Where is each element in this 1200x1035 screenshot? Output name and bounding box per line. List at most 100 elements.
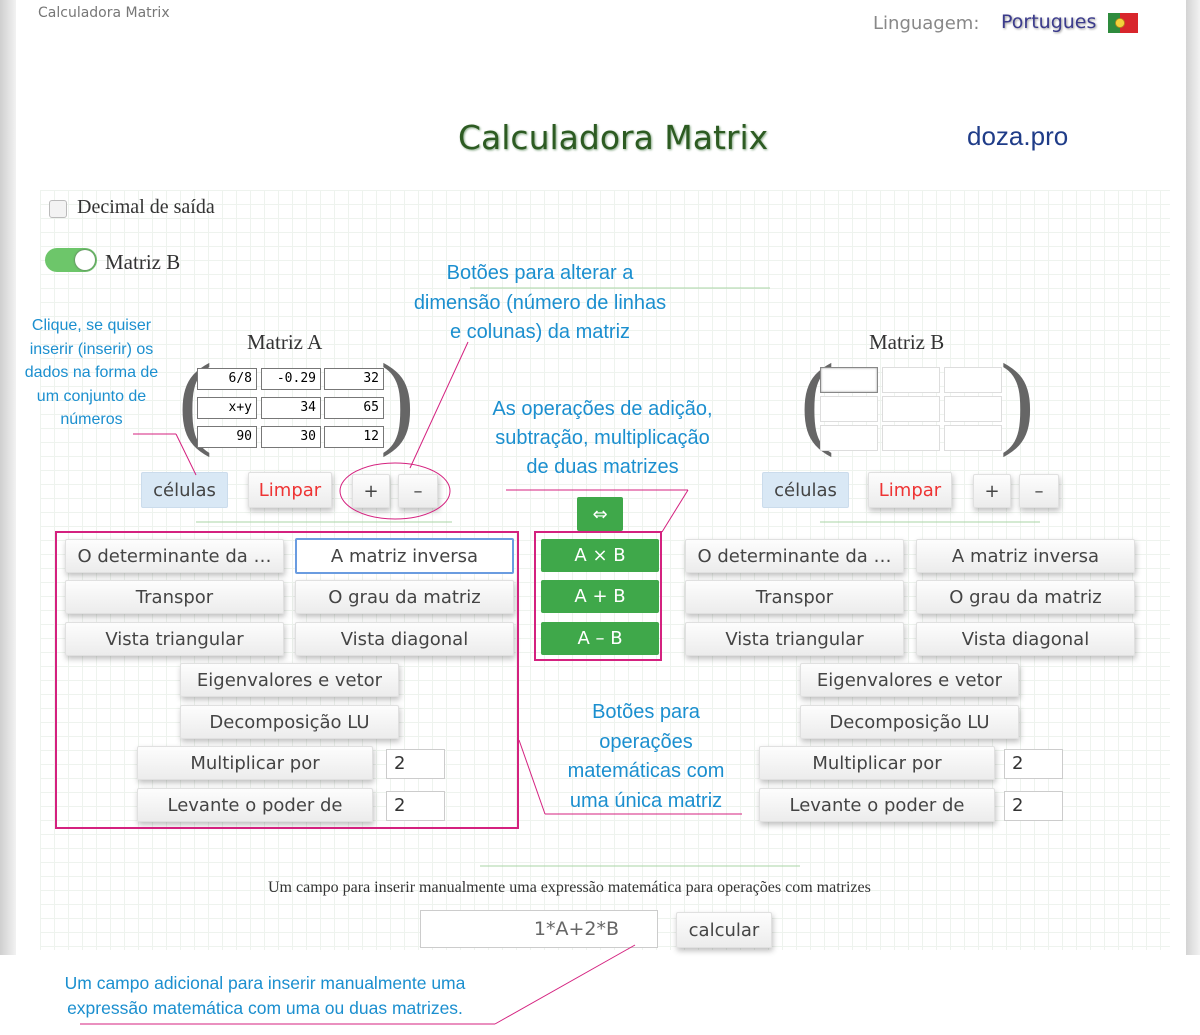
annotation-line: inserir (inserir) os [29, 340, 154, 358]
matrix-a-cell-1-3[interactable]: 32 [324, 368, 384, 390]
matrix-b-inverse-button[interactable]: A matriz inversa [916, 539, 1135, 573]
annotation-line: expressão matemática com uma ou duas mat… [67, 998, 463, 1018]
cells-hint-annotation: Clique, se quiser inserir (inserir) os d… [10, 314, 173, 432]
matrix-b-cell-2-2[interactable] [882, 396, 940, 422]
annotation-line: dimensão (número de linhas [413, 291, 667, 314]
annotation-line: subtração, multiplicação [495, 427, 710, 449]
single-matrix-hint-annotation: Botões para operações matemáticas com um… [550, 698, 742, 816]
matrix-a-multiply-by-button[interactable]: Multiplicar por [137, 746, 373, 780]
matrix-b-cell-1-1[interactable] [820, 367, 878, 393]
annotation-line: um conjunto de [36, 387, 147, 405]
expression-label: Um campo para inserir manualmente uma ex… [268, 879, 871, 896]
matrix-a-title: Matriz A [247, 330, 323, 354]
annotation-line: uma única matriz [569, 789, 723, 812]
matrix-a-rank-button[interactable]: O grau da matriz [295, 580, 514, 614]
subtract-ab-button[interactable]: A – B [541, 622, 659, 655]
portugal-flag-icon[interactable] [1108, 13, 1138, 33]
add-ab-button[interactable]: A + B [541, 580, 659, 613]
matrix-b-cells-button[interactable]: células [762, 472, 849, 508]
annotation-line: Um campo adicional para inserir manualme… [64, 973, 466, 993]
matrix-b-toggle[interactable] [45, 248, 97, 272]
matrix-a-cells-button[interactable]: células [141, 472, 228, 508]
matrix-a-cell-1-1[interactable]: 6/8 [197, 368, 257, 390]
annotation-line: números [60, 411, 123, 428]
matrix-a-cell-2-1[interactable]: x+y [197, 397, 257, 419]
matrix-b-cell-1-3[interactable] [944, 367, 1002, 393]
left-background-edge [0, 0, 16, 955]
matrix-a-inverse-button[interactable]: A matriz inversa [295, 538, 514, 574]
right-background-edge [1184, 0, 1200, 955]
matrix-b-title: Matriz B [869, 330, 945, 354]
matrix-b-cell-3-2[interactable] [882, 425, 940, 451]
two-matrix-ops-highlight [534, 531, 662, 661]
matrix-b-eigen-button[interactable]: Eigenvalores e vetor [800, 663, 1019, 697]
dimension-hint-annotation: Botões para alterar a dimensão (número d… [395, 259, 685, 348]
toggle-knob [75, 250, 95, 270]
matrix-b-add-dimension-button[interactable]: + [973, 474, 1011, 508]
matrix-a-cell-2-2[interactable]: 34 [261, 397, 321, 419]
matrix-a-cell-3-2[interactable]: 30 [261, 426, 321, 448]
domain-label[interactable]: doza.pro [967, 121, 1069, 151]
matrix-a-power-button[interactable]: Levante o poder de [137, 788, 373, 822]
annotation-line: operações [599, 730, 693, 753]
matrix-a-lu-button[interactable]: Decomposição LU [180, 705, 399, 739]
matrix-a-right-paren: ) [380, 343, 415, 458]
language-label: Linguagem: [873, 13, 980, 34]
matrix-a-diagonal-button[interactable]: Vista diagonal [295, 622, 514, 656]
matrix-a-add-dimension-button[interactable]: + [352, 474, 390, 508]
decimal-output-label[interactable]: Decimal de saída [77, 196, 215, 218]
matrix-b-lu-button[interactable]: Decomposição LU [800, 705, 1019, 739]
matrix-b-clear-button[interactable]: Limpar [868, 472, 952, 508]
annotation-line: dados na forma de [24, 364, 159, 381]
matrix-b-cell-2-1[interactable] [820, 396, 878, 422]
expression-hint-annotation: Um campo adicional para inserir manualme… [30, 971, 500, 1021]
page-title: Calculadora Matrix [458, 118, 769, 157]
matrix-a-cell-3-1[interactable]: 90 [197, 426, 257, 448]
matrix-a-remove-dimension-button[interactable]: – [398, 474, 438, 508]
annotation-line: de duas matrizes [526, 456, 679, 478]
bottom-band [0, 955, 1200, 1035]
two-matrix-hint-annotation: As operações de adição, subtração, multi… [470, 395, 735, 482]
matrix-a-eigen-button[interactable]: Eigenvalores e vetor [180, 663, 399, 697]
annotation-line: Botões para [592, 701, 700, 723]
matrix-a-clear-button[interactable]: Limpar [248, 472, 332, 508]
matrix-a-triangular-button[interactable]: Vista triangular [65, 622, 284, 656]
language-selector[interactable]: Portugues [1001, 11, 1097, 33]
decimal-output-checkbox[interactable] [49, 200, 67, 218]
matrix-b-rank-button[interactable]: O grau da matriz [916, 580, 1135, 614]
matrix-b-cell-1-2[interactable] [882, 367, 940, 393]
annotation-line: Clique, se quiser [31, 317, 152, 334]
calculate-button[interactable]: calcular [676, 912, 772, 948]
matrix-b-multiply-by-button[interactable]: Multiplicar por [759, 746, 995, 780]
matrix-a-multiply-input[interactable]: 2 [386, 749, 445, 779]
matrix-b-power-button[interactable]: Levante o poder de [759, 788, 995, 822]
matrix-b-cell-3-3[interactable] [944, 425, 1002, 451]
matrix-a-cell-2-3[interactable]: 65 [324, 397, 384, 419]
matrix-a-cell-1-2[interactable]: -0.29 [261, 368, 321, 390]
matrix-a-cell-3-3[interactable]: 12 [324, 426, 384, 448]
matrix-b-cell-2-3[interactable] [944, 396, 1002, 422]
annotation-line: Botões para alterar a [446, 262, 634, 284]
matrix-b-multiply-input[interactable]: 2 [1004, 749, 1063, 779]
swap-matrices-button[interactable]: ⇔ [577, 497, 623, 531]
matrix-b-transpose-button[interactable]: Transpor [685, 580, 904, 614]
matrix-a-transpose-button[interactable]: Transpor [65, 580, 284, 614]
matrix-b-right-paren: ) [1000, 343, 1035, 458]
multiply-ab-button[interactable]: A × B [541, 539, 659, 572]
site-name[interactable]: Calculadora Matrix [38, 5, 170, 21]
matrix-b-remove-dimension-button[interactable]: – [1019, 474, 1059, 508]
matrix-b-toggle-label[interactable]: Matriz B [105, 250, 181, 274]
annotation-line: e colunas) da matriz [449, 321, 631, 343]
matrix-b-power-input[interactable]: 2 [1004, 791, 1063, 821]
annotation-line: matemáticas com [567, 760, 725, 782]
expression-input[interactable]: 1*A+2*B [420, 910, 658, 948]
matrix-b-determinant-button[interactable]: O determinante da … [685, 539, 904, 573]
matrix-b-cell-3-1[interactable] [820, 425, 878, 451]
matrix-a-power-input[interactable]: 2 [386, 791, 445, 821]
matrix-b-triangular-button[interactable]: Vista triangular [685, 622, 904, 656]
annotation-line: As operações de adição, [492, 398, 713, 420]
matrix-a-determinant-button[interactable]: O determinante da … [65, 539, 284, 573]
matrix-b-diagonal-button[interactable]: Vista diagonal [916, 622, 1135, 656]
single-matrix-ops-highlight [55, 531, 519, 829]
